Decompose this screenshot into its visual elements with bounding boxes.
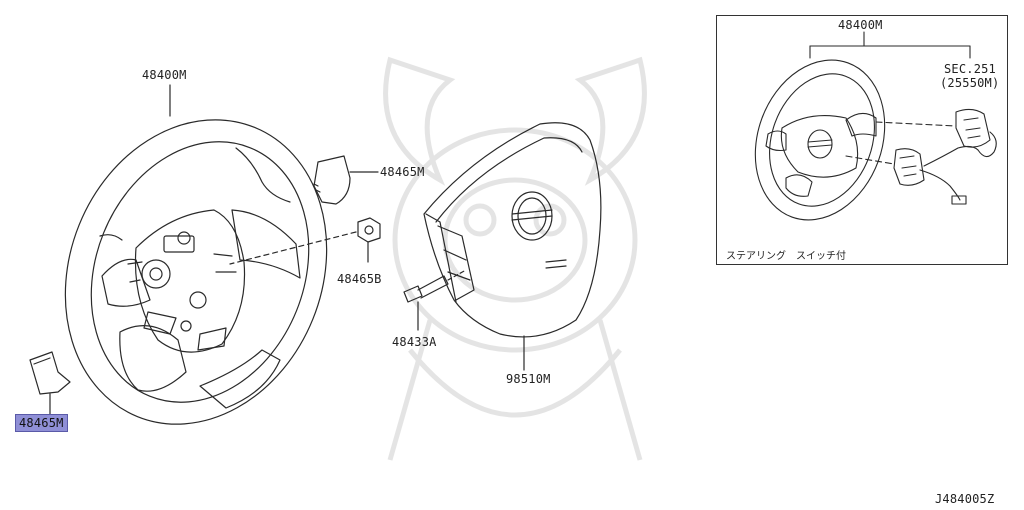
inset-caption: ステアリング スイッチ付 <box>726 251 846 262</box>
label-inset-48400m[interactable]: 48400M <box>838 18 883 32</box>
diagram-code: J484005Z <box>935 492 995 506</box>
inset-wheel-rim-inner <box>769 73 875 207</box>
inset-switch-left <box>893 148 925 186</box>
label-sec-251[interactable]: SEC.251 <box>944 62 996 76</box>
label-48433a[interactable]: 48433A <box>392 335 437 349</box>
cover-lower-shape <box>29 351 71 395</box>
nut-shape <box>357 217 381 243</box>
nissan-emblem-inset <box>807 129 833 159</box>
wheel-rim-outer <box>64 119 328 425</box>
bolt-shape <box>403 285 423 303</box>
watermark-emblem <box>383 56 647 461</box>
label-25550m[interactable]: (25550M) <box>940 76 1000 90</box>
label-48465m-upper[interactable]: 48465M <box>380 165 425 179</box>
wheel-rim-inner <box>90 141 310 403</box>
label-48465b[interactable]: 48465B <box>337 272 382 286</box>
label-98510m[interactable]: 98510M <box>506 372 551 386</box>
label-48465m-lower-highlighted[interactable]: 48465M <box>15 414 68 432</box>
airbag-module-shape <box>423 122 602 338</box>
label-48400m[interactable]: 48400M <box>142 68 187 82</box>
cover-upper-shape <box>313 155 351 205</box>
inset-panel-with-switch <box>716 15 1008 265</box>
